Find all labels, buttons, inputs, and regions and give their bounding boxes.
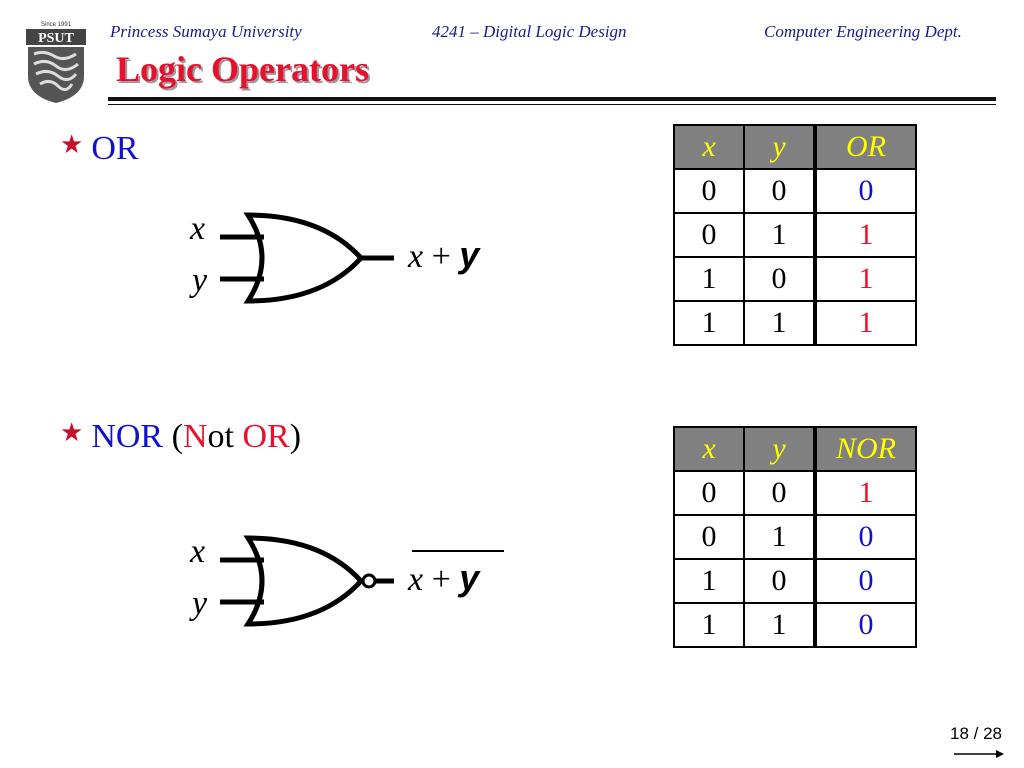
or-gate-input-x-label: x bbox=[190, 210, 206, 247]
table-cell: 0 bbox=[673, 470, 745, 516]
or-gate-symbol bbox=[220, 212, 394, 304]
nor-table-header-nor: NOR bbox=[813, 426, 917, 472]
table-row: 0 0 1 bbox=[673, 470, 917, 516]
nor-table-header-row: x y NOR bbox=[673, 426, 917, 472]
table-cell: 0 bbox=[743, 470, 816, 516]
table-cell: 1 bbox=[743, 300, 816, 346]
nor-n-letter: N bbox=[182, 418, 208, 455]
table-cell: 1 bbox=[743, 602, 816, 648]
header-rule-thick bbox=[108, 97, 996, 101]
logo-since: Since 1991 bbox=[41, 22, 72, 28]
header-department: Computer Engineering Dept. bbox=[764, 22, 962, 41]
or-expression: x + y bbox=[408, 234, 479, 276]
or-table-header-y: y bbox=[743, 124, 816, 170]
table-row: 1 1 1 bbox=[673, 300, 917, 346]
table-cell-output: 1 bbox=[813, 470, 917, 516]
or-table-header-or: OR bbox=[813, 124, 917, 170]
bullet-or: ★OR bbox=[60, 130, 139, 168]
or-gate-input-y-label: y bbox=[192, 262, 208, 299]
table-cell: 1 bbox=[743, 212, 816, 258]
table-cell-output: 0 bbox=[813, 558, 917, 604]
nor-paren-close: ) bbox=[289, 418, 302, 455]
nor-gate-input-y-label: y bbox=[192, 585, 208, 622]
table-cell-output: 1 bbox=[813, 256, 917, 302]
or-table-header-row: x y OR bbox=[673, 124, 917, 170]
nor-expr-x: x bbox=[408, 561, 424, 598]
star-icon: ★ bbox=[60, 418, 84, 448]
nor-expr-plus: + bbox=[431, 561, 451, 598]
bullet-nor-label: NOR bbox=[91, 418, 164, 455]
nor-ot-letters: ot bbox=[207, 418, 234, 455]
nor-expression-overline bbox=[412, 550, 504, 552]
table-cell: 1 bbox=[673, 300, 745, 346]
nor-truth-table: x y NOR 0 0 1 0 1 0 1 0 0 1 1 0 bbox=[673, 426, 917, 648]
or-expr-y: y bbox=[459, 234, 480, 275]
table-cell-output: 0 bbox=[813, 602, 917, 648]
bullet-nor: ★NOR (Not OR) bbox=[60, 418, 301, 456]
table-cell: 0 bbox=[743, 256, 816, 302]
nor-or-word: OR bbox=[242, 418, 290, 455]
table-cell: 0 bbox=[673, 168, 745, 214]
star-icon: ★ bbox=[60, 130, 84, 160]
table-cell-output: 1 bbox=[813, 300, 917, 346]
logo-text: PSUT bbox=[38, 31, 74, 46]
table-cell: 0 bbox=[673, 514, 745, 560]
table-cell-output: 0 bbox=[813, 168, 917, 214]
table-row: 0 1 0 bbox=[673, 514, 917, 560]
header-course: 4241 – Digital Logic Design bbox=[432, 22, 627, 41]
page-number: 18 / 28 bbox=[950, 724, 1002, 743]
nor-gate-symbol bbox=[220, 535, 394, 627]
or-table-header-x: x bbox=[673, 124, 745, 170]
table-cell: 0 bbox=[743, 558, 816, 604]
nor-expr-y: y bbox=[459, 557, 480, 598]
table-cell-output: 0 bbox=[813, 514, 917, 560]
psut-logo: Since 1991 PSUT bbox=[24, 18, 88, 104]
table-cell: 1 bbox=[673, 558, 745, 604]
next-slide-arrow-icon[interactable] bbox=[952, 748, 1006, 760]
nor-paren-open: ( bbox=[171, 418, 183, 455]
or-truth-table: x y OR 0 0 0 0 1 1 1 0 1 1 1 1 bbox=[673, 124, 917, 346]
table-row: 0 1 1 bbox=[673, 212, 917, 258]
table-cell: 0 bbox=[743, 168, 816, 214]
header-rule-thin bbox=[108, 104, 996, 105]
nor-expression: x + y bbox=[408, 557, 479, 599]
table-row: 1 0 1 bbox=[673, 256, 917, 302]
header-university: Princess Sumaya University bbox=[110, 22, 302, 41]
table-cell: 1 bbox=[673, 602, 745, 648]
table-cell: 1 bbox=[743, 514, 816, 560]
table-cell: 1 bbox=[673, 256, 745, 302]
table-cell-output: 1 bbox=[813, 212, 917, 258]
table-row: 1 0 0 bbox=[673, 558, 917, 604]
nor-gate-input-x-label: x bbox=[190, 533, 206, 570]
nor-table-header-y: y bbox=[743, 426, 816, 472]
slide-title: Logic Operators bbox=[116, 49, 369, 89]
or-expr-x: x bbox=[408, 238, 424, 275]
nor-table-header-x: x bbox=[673, 426, 745, 472]
bullet-or-label: OR bbox=[91, 130, 139, 167]
or-expr-plus: + bbox=[431, 238, 451, 275]
table-row: 0 0 0 bbox=[673, 168, 917, 214]
table-cell: 0 bbox=[673, 212, 745, 258]
table-row: 1 1 0 bbox=[673, 602, 917, 648]
